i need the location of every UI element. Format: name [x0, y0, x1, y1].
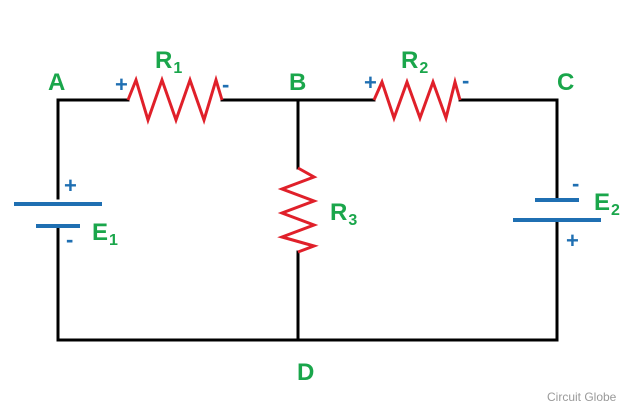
r2-plus-sign: +: [364, 70, 377, 95]
label-r3-sub: 3: [348, 212, 357, 229]
label-e2-sub: 2: [611, 202, 620, 219]
r2-minus-sign: -: [462, 68, 469, 93]
label-r1-sub: 1: [173, 60, 182, 77]
watermark: Circuit Globe: [547, 390, 617, 404]
label-e2-name: E: [594, 189, 610, 216]
label-e1: E1: [92, 219, 118, 249]
resistor-r1: [126, 74, 224, 125]
label-e1-name: E: [92, 219, 108, 246]
label-e1-sub: 1: [109, 232, 118, 249]
e1-plus-sign: +: [64, 173, 77, 198]
label-r2-name: R: [401, 47, 418, 74]
r1-plus-sign: +: [115, 72, 128, 97]
label-r2-sub: 2: [419, 60, 428, 77]
batteries: [14, 198, 601, 228]
e2-minus-sign: -: [572, 171, 579, 196]
label-r1-name: R: [155, 47, 172, 74]
e2-plus-sign: +: [566, 228, 579, 253]
e1-minus-sign: -: [66, 227, 73, 252]
resistor-r3: [277, 166, 319, 254]
node-label-b: B: [289, 69, 306, 96]
label-r1: R1: [155, 47, 182, 77]
resistors: [126, 74, 462, 254]
node-label-c: C: [557, 69, 574, 96]
r1-minus-sign: -: [222, 72, 229, 97]
label-r3-name: R: [330, 199, 347, 226]
label-e2: E2: [594, 189, 620, 219]
node-label-a: A: [48, 69, 65, 96]
wires: [56, 98, 559, 342]
node-label-d: D: [297, 359, 314, 386]
label-r3: R3: [330, 199, 357, 229]
label-r2: R2: [401, 47, 428, 77]
resistor-r2: [372, 76, 462, 124]
